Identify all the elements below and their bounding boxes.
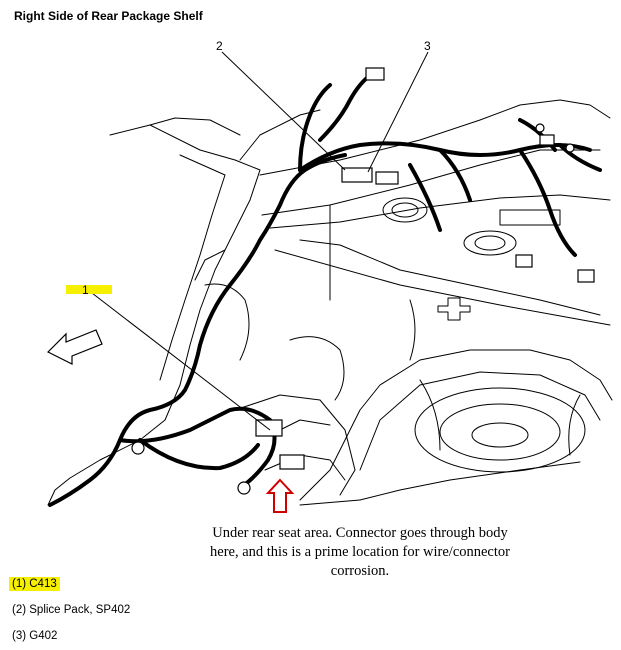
legend-item-2: (2) Splice Pack, SP402 <box>12 604 131 616</box>
wiring-harness-left <box>48 153 347 507</box>
package-shelf-outline <box>259 99 611 176</box>
callout-1: 1 <box>82 283 89 297</box>
page-title: Right Side of Rear Package Shelf <box>14 9 203 23</box>
trunk-opening-outline <box>299 349 613 501</box>
legend-item-1: (1) C413 <box>9 577 60 591</box>
leader-line-3 <box>367 51 429 173</box>
up-arrow-icon <box>265 478 295 513</box>
quarter-panel-outline <box>47 124 261 506</box>
speaker-opening-right <box>463 230 517 256</box>
connector-top <box>365 67 385 81</box>
annotation-note: Under rear seat area. Connector goes thr… <box>210 525 510 579</box>
spare-tire-well <box>414 387 586 473</box>
legend-item-3: (3) G402 <box>12 630 58 642</box>
left-arrow-icon <box>46 329 103 365</box>
quarter-panel-inner <box>159 154 226 381</box>
callout-3: 3 <box>424 39 431 53</box>
callout-2: 2 <box>216 39 223 53</box>
connector-c413 <box>279 454 305 470</box>
leader-line-1 <box>91 292 271 431</box>
speaker-opening-left <box>382 197 428 223</box>
callout-1-highlight <box>66 285 112 294</box>
leader-line-2 <box>221 51 346 171</box>
